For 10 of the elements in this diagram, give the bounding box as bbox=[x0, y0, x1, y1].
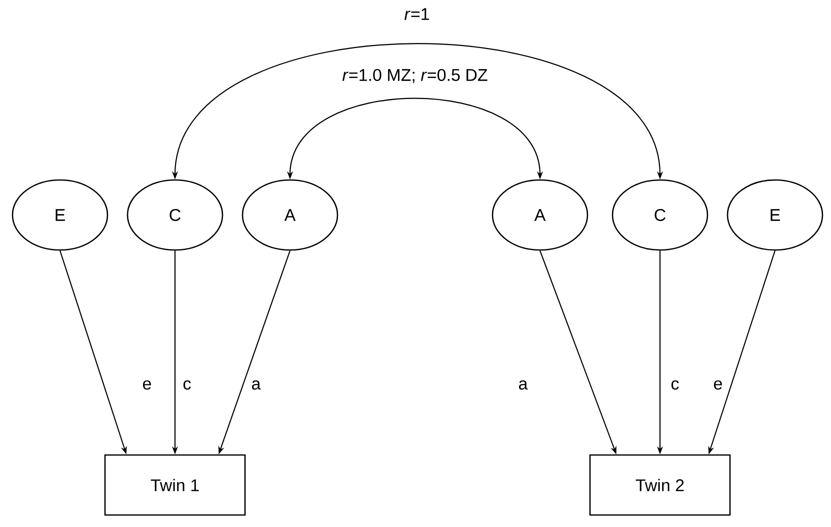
edge-label: a bbox=[517, 379, 529, 391]
edge-label: r=1.0 MZ; r=0.5 DZ bbox=[341, 68, 489, 84]
edge-label: e bbox=[141, 379, 153, 391]
twin-box: Twin 1 bbox=[104, 454, 246, 516]
twin-box: Twin 2 bbox=[589, 454, 731, 516]
edge-label: a bbox=[250, 379, 262, 391]
edge-label: e bbox=[712, 379, 724, 391]
edge-label: c bbox=[670, 379, 680, 391]
edge-label: c bbox=[182, 379, 192, 391]
edge-label: r=1 bbox=[403, 7, 431, 21]
